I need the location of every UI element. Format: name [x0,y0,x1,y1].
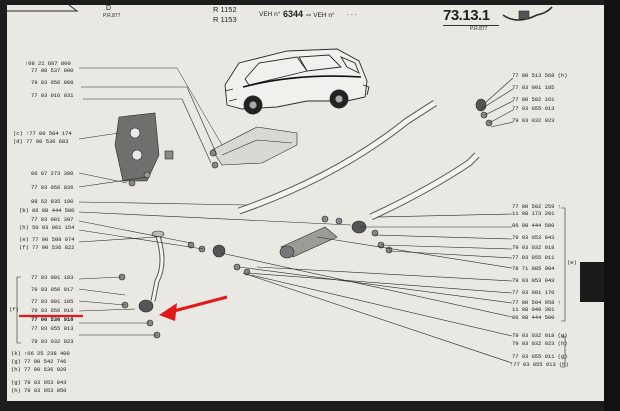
part-number: 79 03 032 018 (g) [512,332,568,339]
bracket-label-f: (f) [9,306,19,313]
part-number: 77 03 001 170 [512,289,555,296]
part-number: (h) 79 03 053 050 [11,387,67,394]
part-number: 77 03 055 013 [31,325,74,332]
part-number-highlighted: 77 00 536 918 [31,316,74,323]
header-veh-arrow: ⇨ VEH n° [306,12,335,19]
part-number: 11 08 049 301 [512,306,555,313]
background-edge [604,0,620,411]
part-number: 79 03 032 018 [512,244,555,251]
part-number: (h) 50 03 001 154 [19,224,75,231]
part-number: 77 03 016 031 [31,92,74,99]
header-left-code: D [106,5,112,12]
red-arrow-head [159,303,177,321]
header-section-number: 73.13.1 [443,7,490,24]
part-number: (g) 77 00 542 746 [11,358,67,365]
header-veh-number: 6344 [283,9,304,19]
part-number: 79 03 032 023 [31,338,74,345]
part-number: ↑77 03 055 013 (h) [510,361,569,368]
part-number: 79 03 032 023 [512,117,555,124]
part-number: (b) 06 08 444 500 [19,207,75,214]
part-number: 08 52 835 100 [31,198,74,205]
part-number: (e) 77 00 508 974 [19,236,75,243]
part-number: 06 07 273 300 [31,170,74,177]
header-right-sub: P.R.877 [470,26,488,32]
part-number: 79 03 056 017 [31,286,74,293]
part-number: 77 03 055 011 (g) [512,353,568,360]
part-number: 77 00 504 958 ↑ [512,299,561,306]
part-number: 77 00 502 259 ↑ [512,203,561,210]
bracket-label-e: (e) [567,259,577,266]
parts-catalog-page: D P.R.877 R 1152 R 1153 VEH n° 6344 ⇨ VE… [7,5,604,401]
part-number: 78 71 085 004 [512,265,555,272]
part-number: (d) 77 00 536 683 [13,138,69,145]
part-number: (f) 77 00 536 822 [19,244,75,251]
part-number: 77 00 537 000 [31,67,74,74]
part-number: (k) ↑06 25 238 400 [11,350,70,357]
part-number: 79 03 053 043 [512,277,555,284]
part-number: 77 00 513 568 (h) [512,72,568,79]
part-number: 77 03 001 185 [512,84,555,91]
part-number: 79 03 032 023 (h) [512,340,568,347]
red-arrow-shaft [169,295,228,314]
part-number: 77 00 502 161 [512,96,555,103]
part-number: 77 03 055 011 [512,254,555,261]
exploded-parts-drawing [7,5,566,368]
header-section-underline [443,25,499,26]
header-left-sub: P.R.877 [103,13,121,19]
part-number: (g) 79 03 053 043 [11,379,67,386]
part-number: (c) ↑77 00 504 174 [13,130,72,137]
header-r1152: R 1152 [213,5,237,14]
header-veh-label: VEH n° [259,11,281,18]
part-number: 79 03 056 016 [31,307,74,314]
header-veh-dots: . . . [347,10,357,17]
part-number: 11 08 173 201 [512,210,555,217]
part-number: (h) 77 00 536 920 [11,366,67,373]
part-number: 79 03 056 008 [31,79,74,86]
header-r1153: R 1153 [213,15,237,24]
page-index-tab [580,262,606,302]
part-number: 77 03 055 013 [512,105,555,112]
car-illustration [224,48,370,115]
part-number: 77 03 001 397 [31,216,74,223]
part-number: ↑08 21 687 800 [25,60,71,67]
part-number: 79 03 053 043 [512,234,555,241]
part-number: 06 08 444 500 [512,222,555,229]
part-number: 77 03 001 185 [31,298,74,305]
part-number: 77 03 056 036 [31,184,74,191]
part-number: 77 03 001 183 [31,274,74,281]
part-number: 06 08 444 500 [512,314,555,321]
